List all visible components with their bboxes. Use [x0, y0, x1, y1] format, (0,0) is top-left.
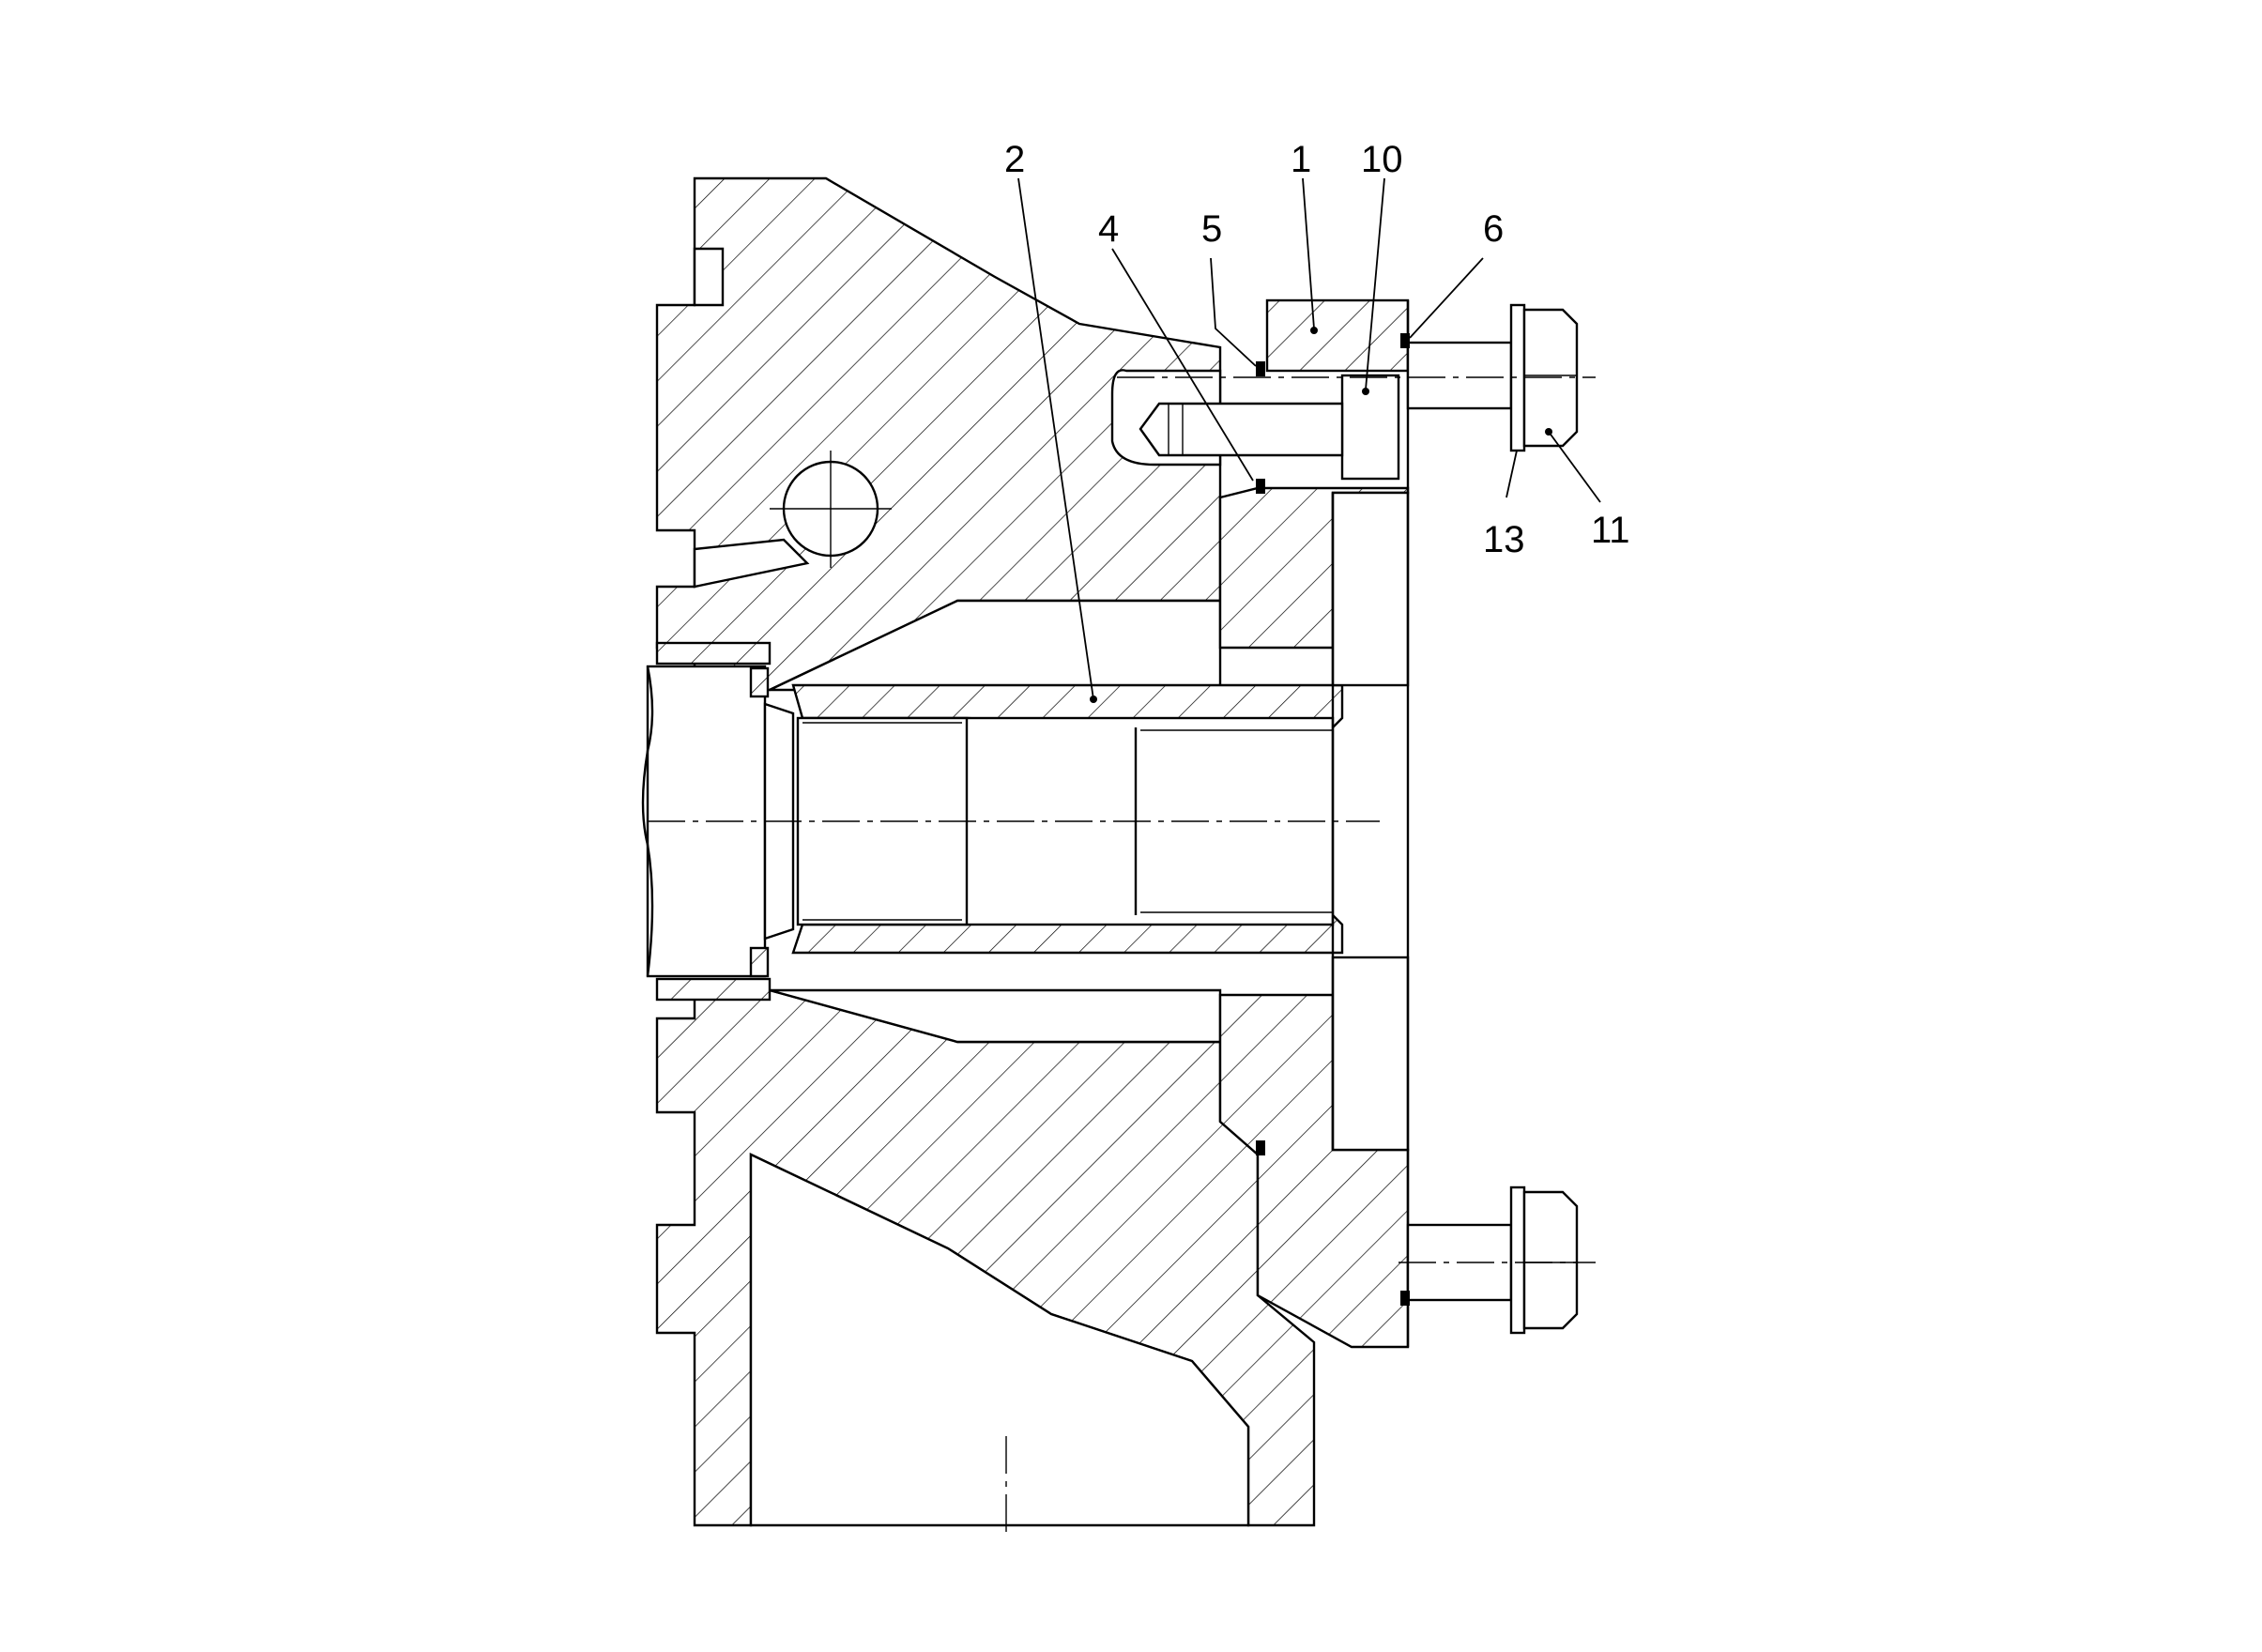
o-ring-6 [1400, 333, 1410, 348]
bolt-shank-top [1406, 341, 1513, 410]
bearing-sleeve-top [655, 641, 772, 665]
leader-dot-2 [1090, 696, 1097, 703]
coupling-sleeve [791, 683, 1344, 955]
cover-flange [1218, 298, 1410, 1349]
leader-dot-11 [1545, 428, 1552, 436]
leader-1 [1302, 177, 1315, 329]
leader-4 [1111, 248, 1254, 482]
callout-labels: 2 4 5 1 10 6 13 11 [1004, 139, 1630, 560]
leader-2 [1017, 177, 1094, 700]
o-ring-bolt-lower [1400, 1291, 1410, 1306]
leader-lines [1017, 177, 1601, 703]
callout-11: 11 [1591, 510, 1630, 551]
seals [1256, 333, 1410, 1306]
callout-5: 5 [1201, 208, 1222, 250]
leader-13 [1505, 450, 1518, 498]
leader-11 [1548, 431, 1601, 503]
callout-2: 2 [1004, 139, 1025, 180]
center-lines [648, 376, 1596, 1535]
oil-channel [693, 538, 810, 589]
o-ring-4 [1256, 479, 1265, 494]
flange-recess-upper [1331, 491, 1410, 687]
bushing-top [749, 666, 770, 698]
bearing-sleeve-bottom [655, 977, 772, 1002]
o-ring-5 [1256, 361, 1265, 376]
bolt-assembly-bottom [1406, 1185, 1579, 1335]
leader-5 [1210, 257, 1257, 367]
leader-dot-1 [1310, 327, 1318, 334]
stud-shank [1139, 402, 1344, 457]
bolt-head-bottom [1522, 1190, 1579, 1330]
callout-10: 10 [1361, 139, 1403, 180]
pin-10 [1340, 374, 1400, 481]
callout-13: 13 [1483, 519, 1525, 560]
upper-cavity [693, 247, 725, 307]
shaft-left-break [641, 665, 654, 977]
callout-1: 1 [1291, 139, 1311, 180]
callout-4: 4 [1098, 208, 1119, 250]
lower-port [749, 1153, 1250, 1527]
o-ring-flange-lower [1256, 1140, 1265, 1155]
flange-recess-lower [1331, 956, 1410, 1152]
flange-top-block [1265, 298, 1410, 373]
bushing-bottom [749, 946, 770, 978]
leader-dot-10 [1362, 388, 1369, 395]
leader-6 [1409, 257, 1484, 339]
leader-10 [1365, 177, 1385, 390]
washer-bottom [1509, 1185, 1526, 1335]
callout-6: 6 [1483, 208, 1504, 250]
